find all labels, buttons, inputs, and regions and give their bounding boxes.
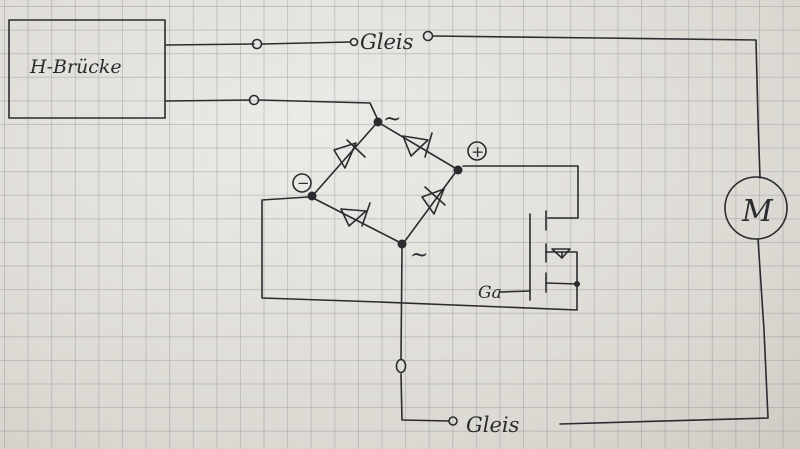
bridge-edge-top-left [314, 124, 376, 194]
h-bridge-box [8, 19, 166, 119]
track-bottom-label: Gleis [466, 413, 520, 437]
plus-label: + [471, 142, 484, 161]
diode-bottom-right [421, 186, 446, 215]
motor-symbol [724, 176, 788, 240]
terminal-bottom [395, 358, 407, 374]
wire-gate [499, 290, 531, 293]
wire-minus-loop [261, 196, 578, 311]
terminal-top-right [422, 30, 434, 42]
plus-marker [467, 141, 487, 161]
ac-top-label: ~ [383, 107, 401, 132]
wire-motor-bottom [559, 238, 769, 425]
track-top-label: Gleis [360, 30, 414, 54]
terminal-mid-left [248, 94, 260, 106]
wire-top-to-motor [432, 35, 761, 179]
mosfet-symbol [529, 210, 578, 301]
diode-bottom-left [340, 202, 371, 227]
gate-label: Ga [478, 283, 502, 303]
wire-top-to-gleis [261, 41, 351, 45]
terminal-gleis-bottom [448, 416, 458, 426]
wire-gleis-bottom-left [400, 373, 450, 422]
wire-plus-to-drain [462, 165, 579, 219]
wire-hbridge-top [165, 43, 255, 46]
bridge-edge-top-right [380, 123, 456, 169]
ac-bottom-label: ~ [410, 243, 428, 268]
h-bridge-label: H-Brücke [29, 56, 122, 78]
bridge-edge-bottom-left [314, 198, 400, 243]
wire-to-bridge-top [258, 99, 378, 119]
motor-label: M [741, 194, 774, 229]
minus-marker [292, 173, 312, 193]
mosfet-source-node [574, 281, 580, 287]
wire-hbridge-bottom [165, 99, 251, 102]
diode-top-right [402, 132, 433, 158]
minus-label: − [297, 174, 310, 192]
terminal-gleis-top [349, 37, 359, 47]
diode-top-left [333, 139, 366, 169]
node-minus [307, 191, 317, 201]
